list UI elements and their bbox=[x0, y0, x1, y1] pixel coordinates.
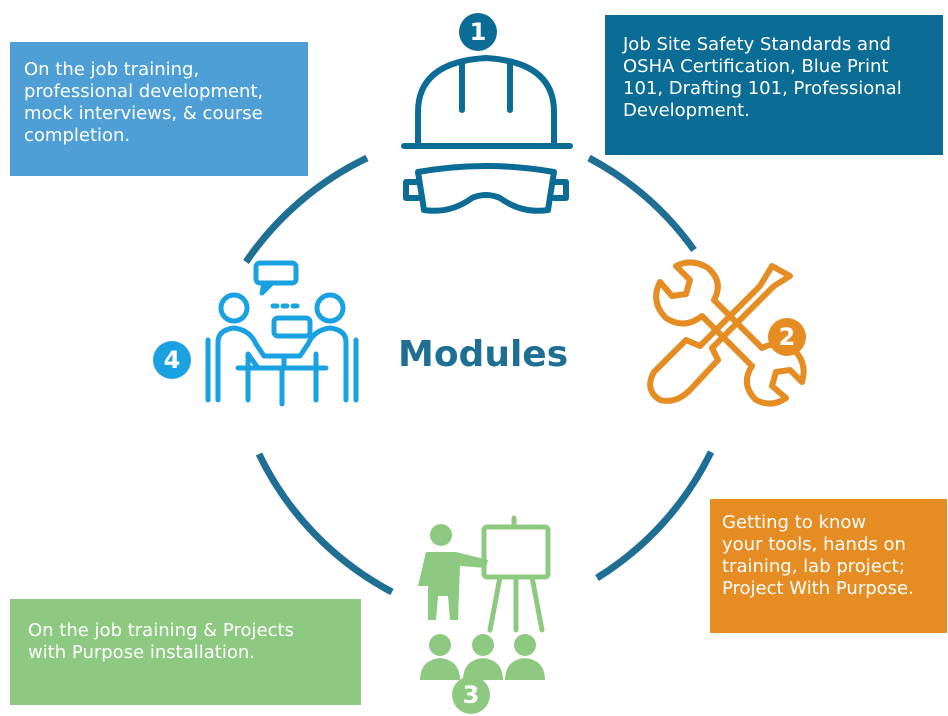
module-2-description: Getting to know your tools, hands on tra… bbox=[722, 512, 914, 599]
diagram-title: Modules bbox=[398, 334, 569, 375]
module-2-description-box: Getting to know your tools, hands on tra… bbox=[710, 499, 947, 633]
module-1-description-box: Job Site Safety Standards and OSHA Certi… bbox=[605, 15, 943, 155]
module-4-description-box: On the job training, professional develo… bbox=[10, 42, 308, 176]
ring-arc-top-right bbox=[587, 154, 697, 253]
ring-arc-bottom-right bbox=[595, 450, 715, 581]
module-2-number-badge: 2 bbox=[768, 318, 806, 356]
ring-arc-top-left bbox=[243, 154, 369, 264]
module-3-description: On the job training & Projects with Purp… bbox=[28, 620, 294, 663]
module-4-description: On the job training, professional develo… bbox=[24, 59, 264, 146]
ring-arc-bottom-left bbox=[255, 452, 394, 596]
module-3-description-box: On the job training & Projects with Purp… bbox=[10, 599, 361, 705]
module-3-number-badge: 3 bbox=[452, 676, 490, 714]
module-1-number-badge: 1 bbox=[459, 13, 497, 51]
module-1-description: Job Site Safety Standards and OSHA Certi… bbox=[623, 34, 902, 121]
module-4-number-badge: 4 bbox=[153, 341, 191, 379]
